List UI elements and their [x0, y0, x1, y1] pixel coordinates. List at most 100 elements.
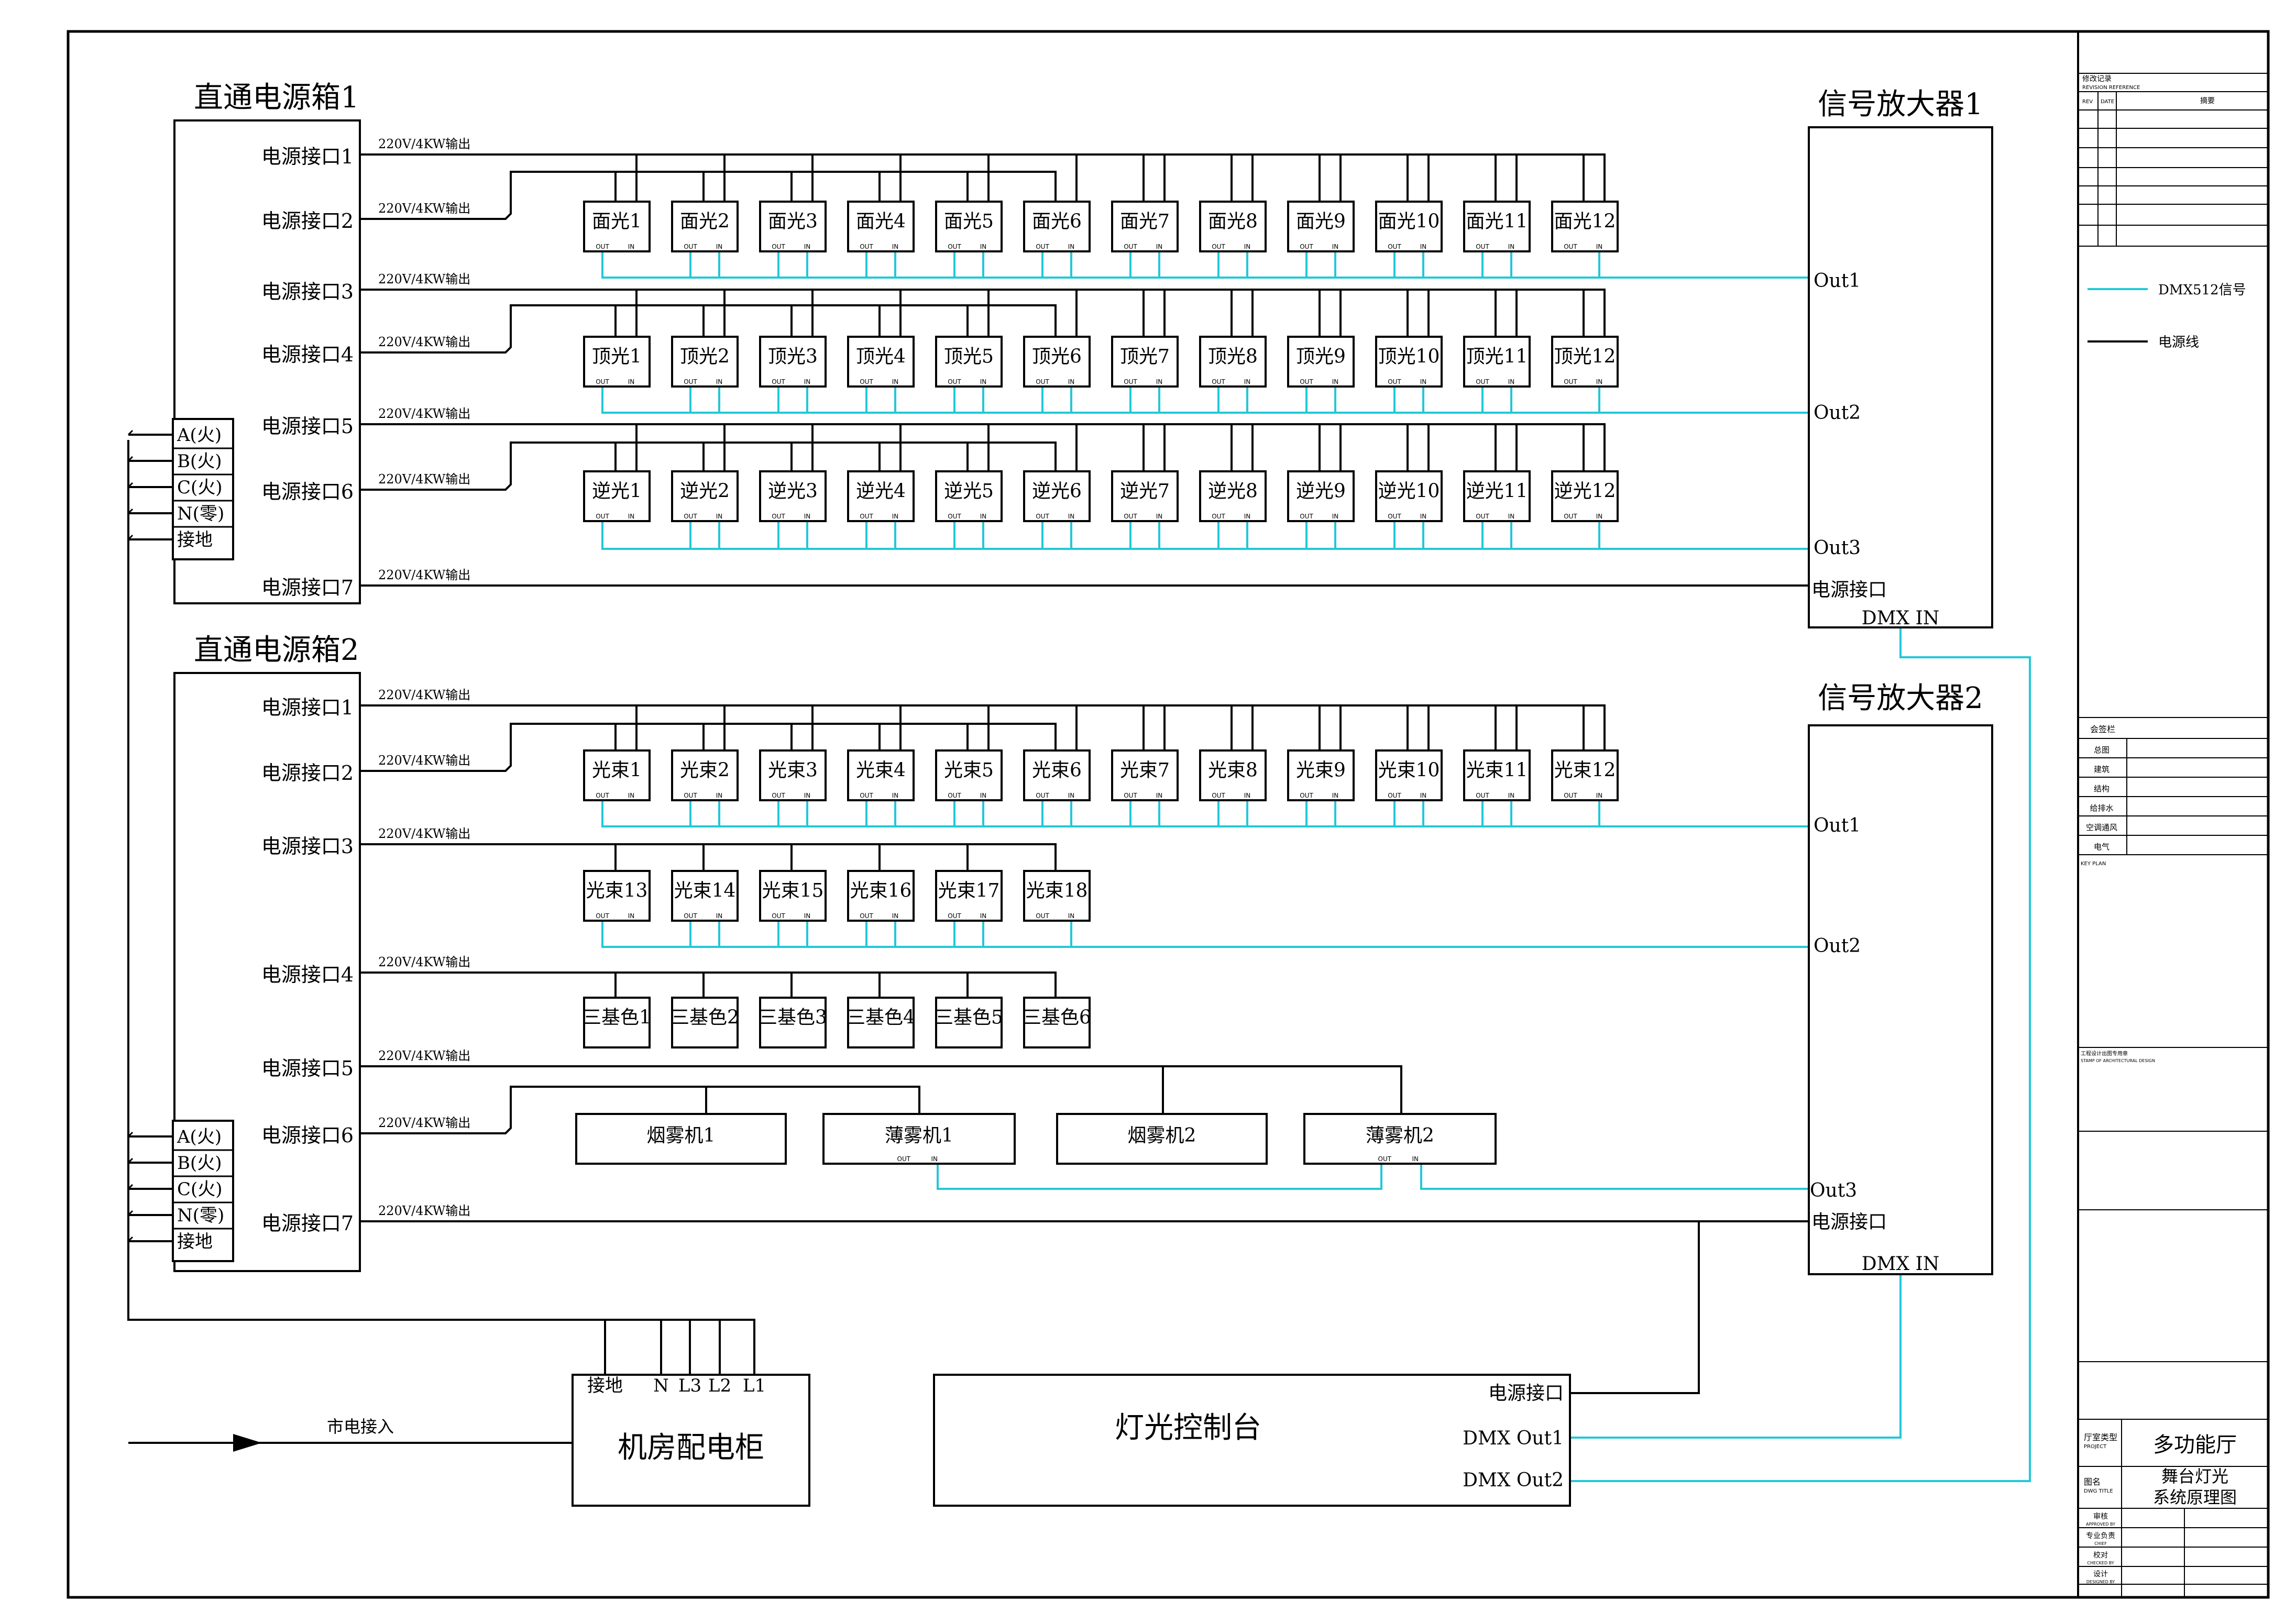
- out-port-label: OUT: [684, 513, 697, 520]
- back-light: [1375, 470, 1443, 522]
- top-light-label: 顶光1: [592, 346, 642, 367]
- out-port-label: OUT: [1124, 792, 1137, 799]
- out-port-label: OUT: [1124, 513, 1137, 520]
- beam-light: [1023, 749, 1091, 801]
- in-port-label: IN: [892, 378, 899, 385]
- rgb-light: [759, 997, 827, 1048]
- back-light-label: 逆光12: [1554, 480, 1616, 502]
- console-dmx-out2: DMX Out2: [1463, 1470, 1564, 1491]
- out-port-label: OUT: [948, 513, 961, 520]
- power-port-label: 电源接口3: [261, 280, 354, 303]
- dmx-link: [689, 251, 808, 279]
- back-row-bus-a: [360, 423, 1606, 471]
- console-dmx-out2-wire: [1570, 627, 2031, 1482]
- rev-col: REV: [2082, 99, 2093, 105]
- out-port-label: OUT: [1300, 243, 1313, 250]
- power-output-label: 220V/4KW输出: [378, 955, 470, 969]
- haze-dmx-link: [937, 1164, 1382, 1190]
- face-light: [1375, 201, 1443, 252]
- out-port-label: OUT: [1036, 378, 1049, 385]
- out-port-label: OUT: [1476, 243, 1489, 250]
- amp1-power-port: 电源接口: [1811, 579, 1887, 601]
- haze-machine-1: [822, 1113, 1016, 1165]
- face-light-label: 面光8: [1208, 211, 1258, 232]
- out-port-label: OUT: [1300, 513, 1313, 520]
- rgb-light-label: 三基色1: [583, 1007, 651, 1028]
- top-light-label: 顶光3: [768, 346, 818, 367]
- out-port-label: OUT: [684, 792, 697, 799]
- sign-label-en: CHECKED BY: [2087, 1561, 2114, 1565]
- revision-title: 修改记录: [2082, 75, 2112, 83]
- discipline-label: 给排水: [2090, 803, 2113, 813]
- beam-light-label: 光束7: [1120, 759, 1170, 781]
- out-port-label: OUT: [596, 792, 609, 799]
- dmx-link: [865, 387, 984, 414]
- amp2-dmx-in: DMX IN: [1862, 1253, 1940, 1275]
- dmx-link: [1393, 387, 1512, 414]
- dmx-link: [1041, 387, 1160, 414]
- cabinet-terminal-label: L3: [678, 1375, 701, 1396]
- cabinet-terminal-label: N: [653, 1375, 669, 1396]
- discipline-label: 建筑: [2094, 765, 2110, 774]
- face-light: [847, 201, 915, 252]
- in-port-label: IN: [1508, 243, 1515, 250]
- smoke-machine-1-label: 烟雾机1: [647, 1125, 716, 1146]
- out-port-label: OUT: [1300, 378, 1313, 385]
- back-light: [583, 470, 651, 522]
- dmx-link: [689, 800, 808, 827]
- dmx-link: [777, 521, 896, 550]
- back-light-label: 逆光2: [680, 480, 730, 502]
- amp1-out3: Out3: [1814, 537, 1861, 559]
- lighting-console: [933, 1374, 1571, 1507]
- haze-dmx-feed: [1420, 1164, 1809, 1190]
- smoke-machine-1: [575, 1113, 787, 1165]
- dmx-link: [1217, 251, 1336, 279]
- in-port-label: IN: [1068, 792, 1075, 799]
- beam-light-label: 光束10: [1378, 759, 1440, 781]
- dmx-link: [1041, 251, 1160, 279]
- power-output-label: 220V/4KW输出: [378, 406, 470, 421]
- face-light-label: 面光5: [944, 211, 994, 232]
- face-row-bus-a: [360, 153, 1606, 202]
- drawing-title-1: 舞台灯光: [2161, 1466, 2228, 1486]
- dmx-link: [1393, 800, 1512, 827]
- power-port-label: 电源接口5: [261, 415, 354, 438]
- face-light-label: 面光11: [1466, 211, 1528, 232]
- sign-label: 审核: [2093, 1512, 2108, 1521]
- out-port-label: OUT: [1036, 243, 1049, 250]
- dmx-link: [777, 800, 896, 827]
- cabinet-terminal-label: L2: [708, 1375, 731, 1396]
- back-light-label: 逆光10: [1378, 480, 1440, 502]
- out-port-label: OUT: [1476, 513, 1489, 520]
- beam-light-label: 光束9: [1296, 759, 1346, 781]
- power-output-label: 220V/4KW输出: [378, 688, 470, 702]
- dmx-link: [1217, 800, 1336, 827]
- face-light-label: 面光10: [1378, 211, 1440, 232]
- power-output-label: 220V/4KW输出: [378, 753, 470, 768]
- in-port-label: IN: [804, 792, 811, 799]
- out-port-label: OUT: [1564, 243, 1577, 250]
- beam-light: [1111, 749, 1179, 801]
- power-port-label: 电源接口2: [261, 761, 354, 785]
- in-port-label: IN: [716, 378, 723, 385]
- dmx-link: [777, 251, 896, 279]
- face-light-label: 面光1: [592, 211, 642, 232]
- out-port-label: OUT: [1476, 792, 1489, 799]
- beam-light: [935, 749, 1003, 801]
- remark-col: 摘要: [2200, 96, 2215, 105]
- smoke-machine-2: [1056, 1113, 1268, 1165]
- beam-light-label: 光束16: [850, 880, 912, 901]
- stamp-label: 工程设计出图专用章: [2081, 1050, 2128, 1057]
- in-port-label: IN: [1244, 243, 1251, 250]
- amp2-power-port: 电源接口: [1811, 1211, 1887, 1233]
- discipline-label: 电气: [2094, 842, 2110, 852]
- dmx-link: [1129, 251, 1248, 279]
- amp1-dmx-in: DMX IN: [1862, 608, 1940, 629]
- dmx-link: [1393, 251, 1512, 279]
- power-port-label: 电源接口7: [261, 1212, 354, 1235]
- terminal-label: 接地: [177, 529, 213, 550]
- out-port-label: OUT: [948, 912, 961, 920]
- dmx-link: [1041, 800, 1160, 827]
- out-port-label: OUT: [948, 792, 961, 799]
